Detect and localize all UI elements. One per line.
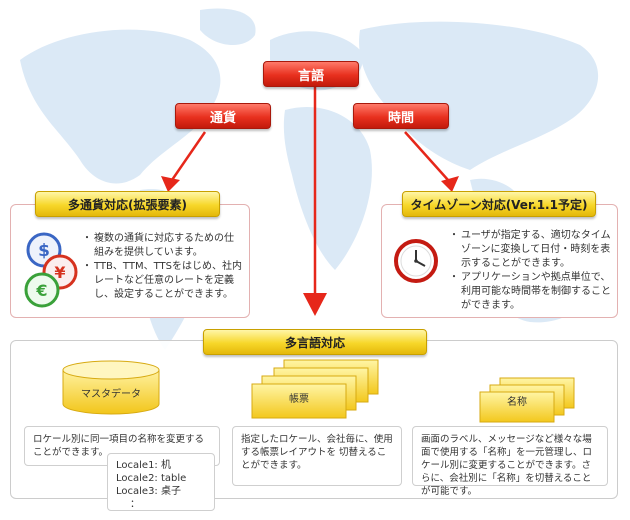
name-sheets-icon: [479, 377, 575, 423]
currency-button[interactable]: 通貨: [175, 103, 271, 129]
map-asia: [359, 21, 599, 170]
arrowhead-currency: [161, 176, 180, 192]
locale-line: Locale2: table: [116, 473, 187, 484]
multi-currency-bullet: TTB、TTM、TTSをはじめ、社内レートなど任意のレートを定義し、設定すること…: [82, 260, 242, 302]
coins-icon: $ ¥ €: [24, 232, 78, 308]
multi-currency-bullets: 複数の通貨に対応するための仕組みを提供しています。 TTB、TTM、TTSをはじ…: [82, 232, 242, 302]
master-data-label: マスタデータ: [81, 389, 141, 400]
multi-language-title: 多言語対応: [203, 329, 427, 355]
locale-examples: Locale1: 机 Locale2: table Locale3: 桌子 ：: [107, 453, 215, 511]
form-sheets-icon: [251, 359, 379, 419]
arrowhead-time: [441, 176, 459, 192]
name-label: 名称: [507, 397, 527, 408]
locale-line: Locale3: 桌子: [116, 486, 181, 497]
dollar-symbol: $: [38, 241, 50, 261]
arrowhead-language: [303, 293, 327, 316]
euro-symbol: €: [35, 281, 47, 300]
clock-icon: [394, 239, 438, 283]
language-button[interactable]: 言語: [263, 61, 359, 87]
timezone-bullet: ユーザが指定する、適切なタイムゾーンに変換して日付・時刻を表示することができます…: [449, 229, 613, 271]
form-label: 帳票: [289, 394, 309, 405]
map-greenland: [200, 8, 256, 46]
multi-currency-title: 多通貨対応(拡張要素): [35, 191, 220, 217]
yen-symbol: ¥: [54, 263, 65, 282]
time-button[interactable]: 時間: [353, 103, 449, 129]
map-north-america: [20, 29, 221, 184]
form-description: 指定したロケール、会社毎に、使用する帳票レイアウトを 切替えることができます。: [232, 426, 402, 486]
locale-line: Locale1: 机: [116, 460, 171, 471]
database-cylinder-icon: [62, 360, 160, 415]
arrow-time-to-timezone: [404, 131, 449, 181]
arrow-currency-to-multicurrency: [170, 131, 207, 181]
locale-line: ：: [130, 499, 140, 510]
timezone-title: タイムゾーン対応(Ver.1.1予定): [402, 191, 596, 217]
map-africa: [283, 106, 372, 271]
timezone-bullet: アプリケーションや拠点単位で、利用可能な時間帯を制御することができます。: [449, 271, 613, 313]
timezone-bullets: ユーザが指定する、適切なタイムゾーンに変換して日付・時刻を表示することができます…: [449, 229, 613, 313]
multi-currency-bullet: 複数の通貨に対応するための仕組みを提供しています。: [82, 232, 242, 260]
name-description: 画面のラベル、メッセージなど様々な場面で使用する「名称」を一元管理し、ロケール別…: [412, 426, 608, 497]
